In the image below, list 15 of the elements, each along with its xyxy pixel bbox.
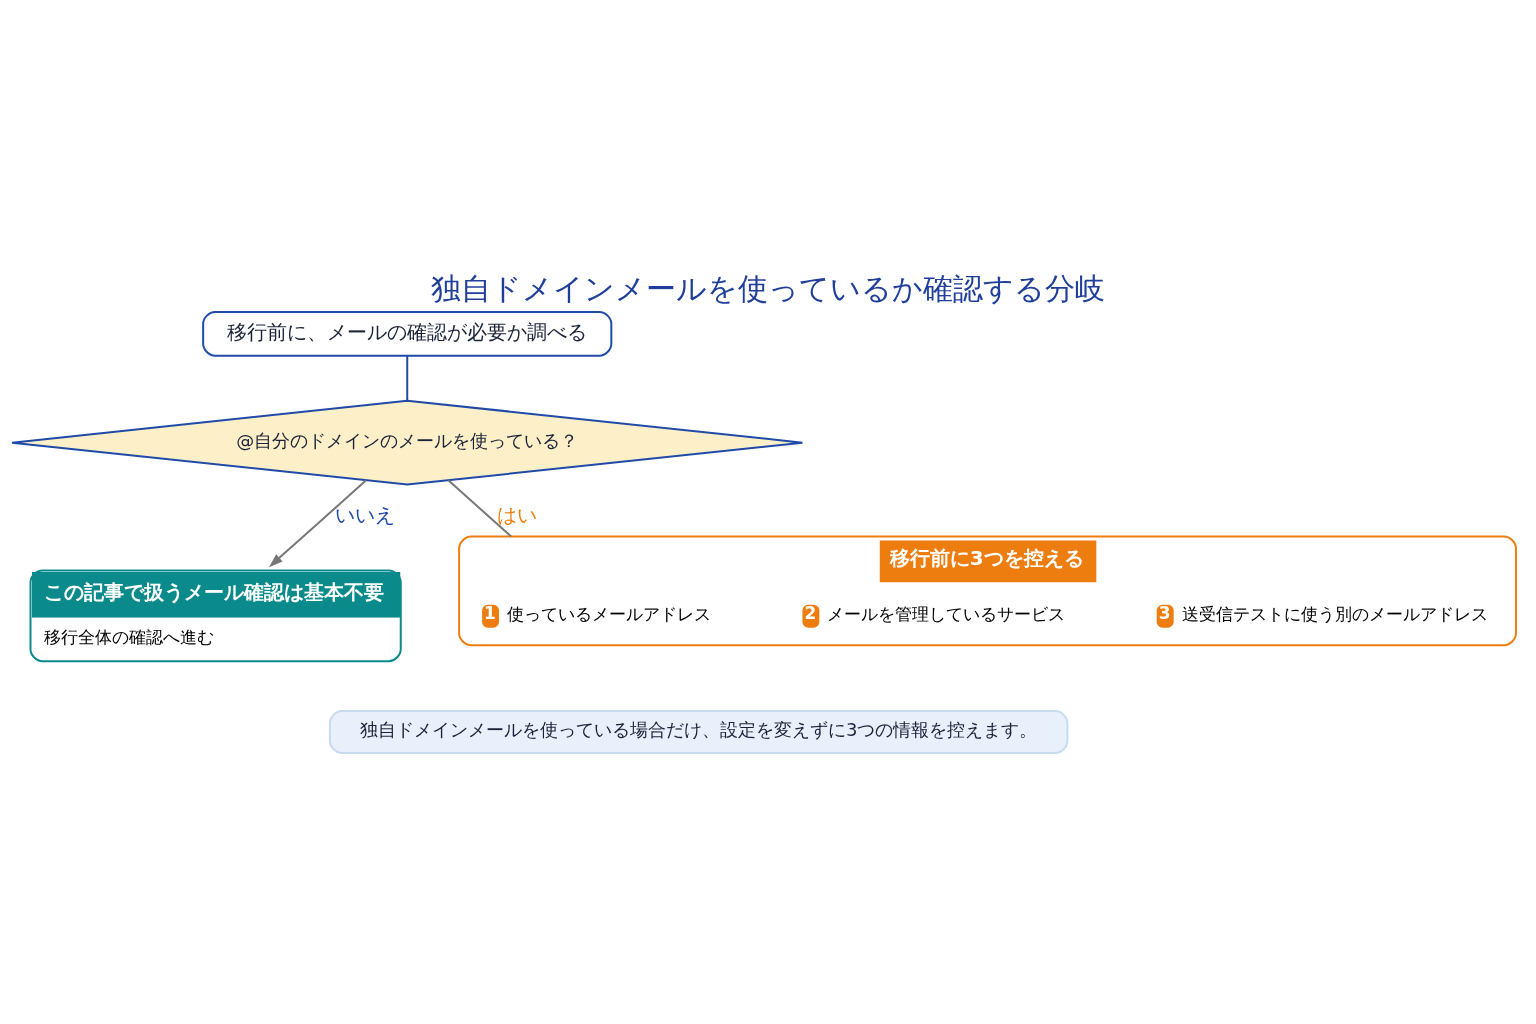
node-box: 独自ドメインメールを使っている場合だけ、設定を変えずに3つの情報を控えます。 xyxy=(328,710,1069,754)
node-box: 1 xyxy=(482,604,500,628)
edge-label: はい xyxy=(497,503,538,528)
connector xyxy=(447,479,513,538)
diagram-title: 独自ドメインメールを使っているか確認する分岐 xyxy=(431,270,1105,306)
arrow xyxy=(268,479,368,568)
node-label: 送受信テストに使う別のメールアドレス xyxy=(1181,604,1488,625)
edge-label: いいえ xyxy=(334,503,395,528)
node-box: 3 xyxy=(1156,604,1174,628)
node-box: 2 xyxy=(802,604,820,628)
node-diamond: @自分のドメインのメールを使っている？ xyxy=(11,399,804,486)
node-label: 使っているメールアドレス xyxy=(507,604,712,625)
node-label: メールを管理しているサービス xyxy=(827,604,1066,625)
node-box: 移行前に、メールの確認が必要か調べる xyxy=(202,310,613,357)
connector xyxy=(406,354,409,402)
